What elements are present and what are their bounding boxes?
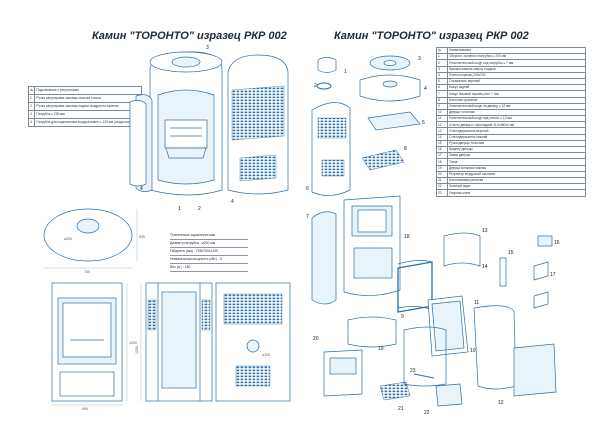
callout-right: 16 <box>554 240 560 246</box>
callout-right: 23 <box>410 368 416 374</box>
callout-right: 7 <box>306 214 309 220</box>
callout-right: 13 <box>482 228 488 234</box>
dim-oval-width: 750 <box>84 270 90 274</box>
top-oval-view <box>43 208 138 269</box>
left-callouts: 3 4 1 2 4 <box>140 45 234 212</box>
callout-right: 20 <box>313 336 319 342</box>
stove-3d-rear-view <box>227 54 289 195</box>
callout-right: 1 <box>344 69 347 75</box>
spec-row: Вес (кг) - 180 <box>170 264 248 272</box>
rear-elevation <box>215 282 291 402</box>
callout-right: 15 <box>508 250 514 256</box>
callout-right: 21 <box>398 406 404 412</box>
callout-right: 5 <box>422 120 425 126</box>
callout-left: 4 <box>231 199 234 205</box>
callout-right: 10 <box>470 348 476 354</box>
callout-left: 3 <box>206 45 209 51</box>
dim-front-height: 1200 <box>129 341 137 345</box>
dim-pipe-back: ⌀125 <box>262 353 270 357</box>
callout-right: 6 <box>306 186 309 192</box>
spec-row: Номинальная мощность (кВт) - 9 <box>170 256 248 264</box>
drawing-title-right: Камин "ТОРОНТО" изразец РКР 002 <box>334 30 529 42</box>
callout-right: 8 <box>404 146 407 152</box>
specs-title: Технические характеристики <box>170 232 248 240</box>
callout-right: 9 <box>401 314 404 320</box>
front-elevation <box>51 282 128 406</box>
dim-oval-depth: 535 <box>139 235 145 239</box>
callout-right: 19 <box>378 346 384 352</box>
callout-right: 12 <box>498 400 504 406</box>
callout-left: 2 <box>198 206 201 212</box>
stove-3d-open-view <box>129 51 223 196</box>
specs-block: Технические характеристики Диаметр патру… <box>170 232 248 272</box>
callout-right: 14 <box>482 264 488 270</box>
spec-row: Габариты (мм) - 788х750х1200 <box>170 248 248 256</box>
spec-row: Диаметр патрубка - ⌀200 мм <box>170 240 248 248</box>
right-callouts: 1 2 3 4 5 6 7 8 9 10 11 12 13 14 15 16 1… <box>306 56 560 416</box>
callout-right: 22 <box>424 410 430 416</box>
callout-right: 3 <box>418 56 421 62</box>
callout-right: 11 <box>474 300 479 306</box>
dim-pipe-dia: ⌀200 <box>64 237 72 241</box>
callout-right: 17 <box>550 272 556 278</box>
callout-right: 4 <box>424 86 427 92</box>
callout-left: 1 <box>178 206 181 212</box>
legend-no: 4 <box>27 118 36 127</box>
dim-side-height: 1200 <box>135 346 139 354</box>
callout-right: 18 <box>404 234 410 240</box>
drawing-title-left: Камин "ТОРОНТО" изразец РКР 002 <box>92 30 287 42</box>
side-elevation <box>140 282 213 402</box>
exploded-view <box>311 55 557 407</box>
parts-name: Упорная шина <box>447 189 586 197</box>
callout-left: 4 <box>140 186 143 192</box>
callout-right: 2 <box>314 83 317 89</box>
dim-front-width: 596 <box>82 407 88 411</box>
